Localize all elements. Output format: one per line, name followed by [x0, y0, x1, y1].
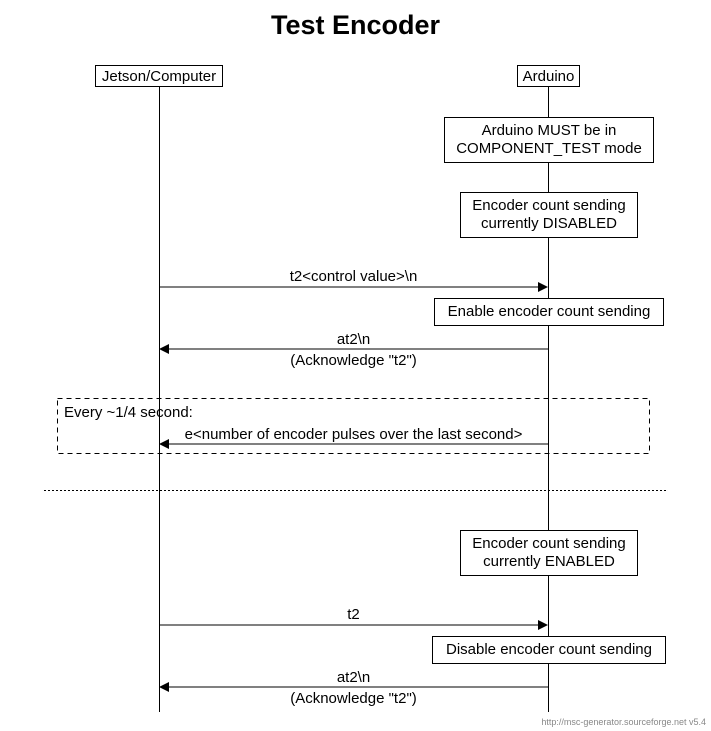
lifeline-jetson: [159, 87, 160, 712]
note-line: Enable encoder count sending: [447, 303, 651, 320]
note-must-be-mode: Arduino MUST be in COMPONENT_TEST mode: [444, 117, 654, 163]
message-label-m4: t2: [347, 606, 360, 623]
note-line: Encoder count sending: [472, 197, 626, 214]
note-disabled-state: Encoder count sending currently DISABLED: [460, 192, 638, 238]
note-line: COMPONENT_TEST mode: [456, 140, 642, 157]
arrowhead-m3: [159, 439, 169, 449]
actor-arduino: Arduino: [517, 65, 580, 87]
note-line: currently ENABLED: [483, 553, 615, 570]
actor-jetson-computer: Jetson/Computer: [95, 65, 223, 87]
message-label-m2: at2\n: [336, 331, 371, 348]
loop-label: Every ~1/4 second:: [64, 404, 193, 421]
message-sublabel-m5: (Acknowledge "t2"): [290, 690, 417, 707]
lifeline-arduino: [548, 87, 549, 712]
note-line: Encoder count sending: [472, 535, 626, 552]
message-label-m3: e<number of encoder pulses over the last…: [184, 426, 523, 443]
note-enabled-state: Encoder count sending currently ENABLED: [460, 530, 638, 576]
message-label-m1: t2<control value>\n: [289, 268, 418, 285]
generator-credit: http://msc-generator.sourceforge.net v5.…: [541, 717, 706, 727]
arrowhead-m5: [159, 682, 169, 692]
arrowhead-m4: [538, 620, 548, 630]
note-line: Arduino MUST be in: [481, 122, 617, 139]
note-enable-action: Enable encoder count sending: [434, 298, 664, 326]
arrowhead-m1: [538, 282, 548, 292]
note-disable-action: Disable encoder count sending: [432, 636, 666, 664]
diagram-title: Test Encoder: [270, 10, 441, 40]
note-line: Disable encoder count sending: [446, 641, 652, 658]
arrowhead-m2: [159, 344, 169, 354]
message-label-m5: at2\n: [336, 669, 371, 686]
note-line: currently DISABLED: [481, 215, 617, 232]
message-sublabel-m2: (Acknowledge "t2"): [290, 352, 417, 369]
